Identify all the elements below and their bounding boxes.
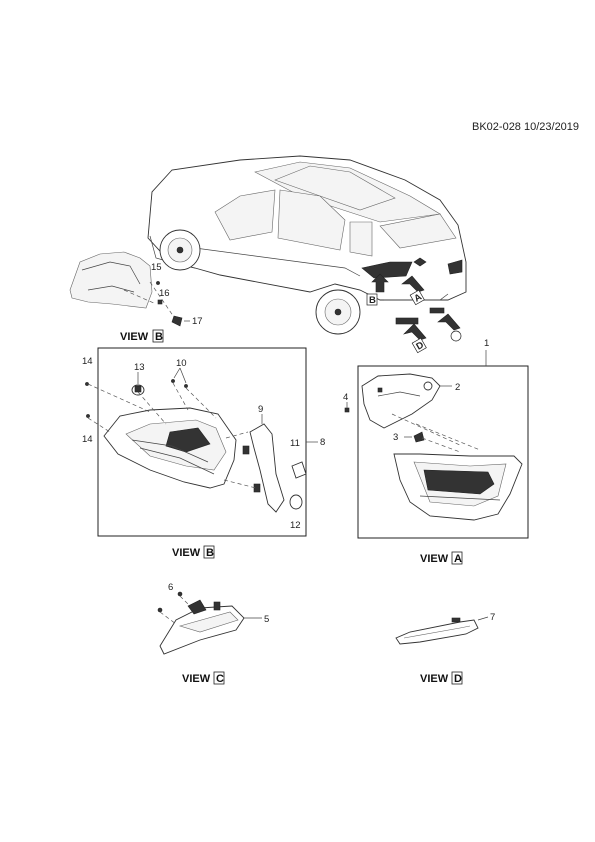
- view-b-top-letter: B: [155, 331, 163, 343]
- tail-lamp-left: [361, 261, 413, 279]
- view-a-letter: A: [454, 553, 462, 565]
- view-b-mid-letter: B: [206, 547, 214, 559]
- callout-16: 16: [159, 288, 170, 299]
- view-a-label: VIEW: [420, 553, 449, 565]
- view-c-detail: 6 5 VIEW C: [157, 582, 269, 685]
- callout-3: 3: [393, 432, 398, 443]
- rear-wheel: [315, 289, 361, 335]
- view-a-frame: [357, 365, 529, 539]
- view-b-detail-main: 14 14 13 10 9 11 12 8 VIEW B: [82, 347, 325, 559]
- callout-5: 5: [264, 614, 269, 625]
- diagram-reference: BK02-028 10/23/2019: [472, 121, 580, 133]
- callout-9: 9: [258, 404, 263, 415]
- arrow-b-letter: B: [369, 295, 376, 306]
- front-wheel: [159, 229, 201, 271]
- view-arrow-b: B: [366, 273, 389, 306]
- view-b-top-label: VIEW: [120, 331, 149, 343]
- view-b-detail-top: 15 16 17 VIEW B: [69, 251, 203, 343]
- callout-11: 11: [290, 438, 300, 449]
- callout-1: 1: [484, 338, 489, 349]
- view-arrow-c: [437, 313, 462, 342]
- arrow-d-letter: D: [414, 340, 426, 353]
- rear-emblem: [413, 257, 427, 267]
- callout-14-upper: 14: [82, 356, 93, 367]
- reflector-right: [429, 307, 445, 314]
- callout-2: 2: [455, 382, 460, 393]
- callout-12: 12: [290, 520, 301, 531]
- callout-10: 10: [176, 358, 187, 369]
- view-c-letter: C: [216, 673, 224, 685]
- callout-8: 8: [320, 437, 325, 448]
- callout-14-lower: 14: [82, 434, 93, 445]
- view-a-detail: 1 2 3 4 VIEW A: [343, 338, 529, 565]
- callout-15: 15: [151, 262, 162, 273]
- callout-13: 13: [134, 362, 145, 373]
- callout-7: 7: [490, 612, 495, 623]
- tail-lamp-right: [447, 259, 463, 275]
- view-arrow-d: D: [403, 323, 427, 354]
- arrow-a-letter: A: [412, 292, 424, 305]
- view-d-letter: D: [454, 673, 462, 685]
- callout-4: 4: [343, 392, 348, 403]
- callout-6: 6: [168, 582, 173, 593]
- view-d-label: VIEW: [420, 673, 449, 685]
- reflector-left: [395, 317, 419, 325]
- callout-17: 17: [192, 316, 203, 327]
- view-arrow-a: A: [401, 275, 425, 306]
- view-c-label: VIEW: [182, 673, 211, 685]
- view-d-detail: 7 VIEW D: [395, 612, 495, 685]
- view-b-mid-label: VIEW: [172, 547, 201, 559]
- vehicle-illustration: [147, 155, 467, 335]
